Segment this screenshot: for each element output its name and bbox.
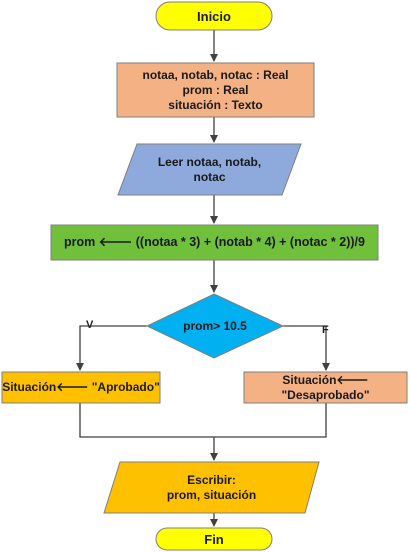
node-fin-label: Fin bbox=[204, 531, 224, 547]
node-inicio-shape bbox=[155, 1, 273, 31]
node-write-shape bbox=[103, 461, 320, 514]
read-line-2: notac bbox=[193, 169, 226, 184]
node-desaprobado-shape bbox=[243, 371, 408, 404]
node-compute-shape bbox=[50, 224, 379, 261]
node-declare-label: notaa, notab, notac : Real prom : Real s… bbox=[117, 63, 314, 117]
write-line-2: prom, situación bbox=[166, 487, 257, 502]
declare-line-1: notaa, notab, notac : Real bbox=[142, 67, 289, 82]
node-write-label: Escribir: prom, situación bbox=[104, 462, 319, 513]
read-line-1: Leer notaa, notab, bbox=[157, 154, 262, 169]
declare-line-3: situación : Texto bbox=[168, 97, 263, 112]
edge-decision-false bbox=[283, 325, 330, 371]
write-line-1: Escribir: bbox=[187, 472, 236, 487]
node-decision-label: prom> 10.5 bbox=[183, 318, 247, 333]
edge-false-label: F bbox=[322, 324, 329, 336]
node-aprobado-label: Situación🡐 "Aprobado" bbox=[2, 380, 160, 394]
node-aprobado-shape bbox=[1, 371, 161, 404]
edge-aprobado-merge bbox=[79, 403, 327, 438]
declare-line-2: prom : Real bbox=[182, 82, 249, 97]
node-desaprobado-label: Situación🡐 "Desaprobado" bbox=[281, 372, 370, 402]
node-decision-shape bbox=[145, 293, 285, 359]
node-inicio-label: Inicio bbox=[197, 8, 231, 24]
edge-decision-true bbox=[76, 325, 147, 371]
node-declare-shape bbox=[116, 62, 315, 118]
node-compute-label: prom 🡐 ((notaa * 3) + (notab * 4) + (not… bbox=[64, 235, 365, 249]
node-fin-shape bbox=[155, 527, 273, 551]
edge-true-label: V bbox=[86, 319, 94, 331]
node-read-shape bbox=[117, 143, 302, 196]
node-read-label: Leer notaa, notab, notac bbox=[118, 144, 301, 195]
